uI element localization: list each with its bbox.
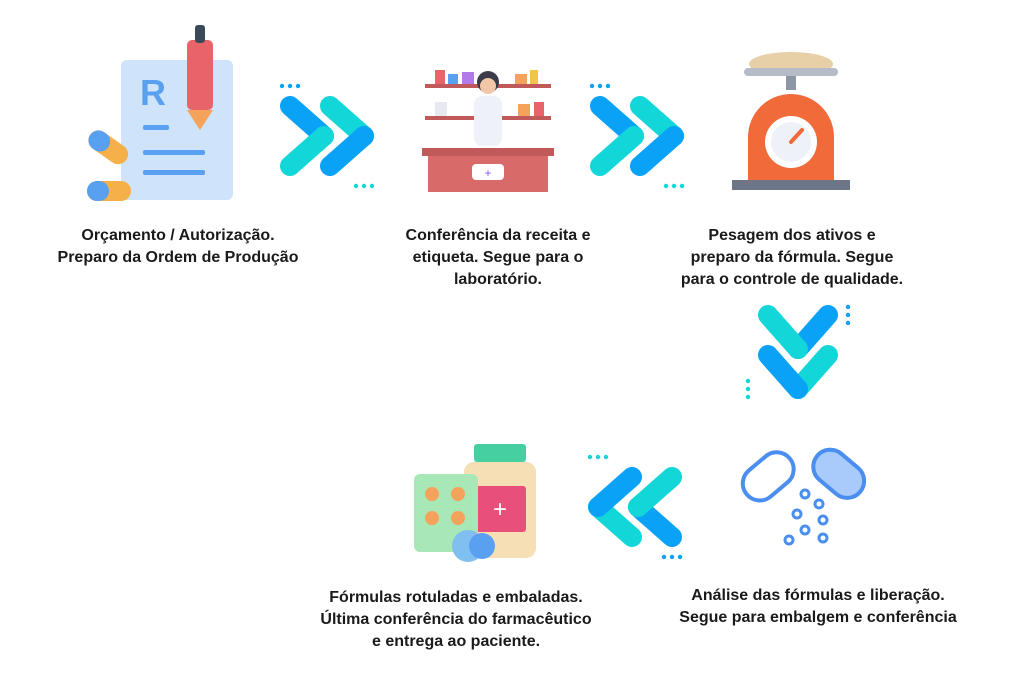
prescription-icon: R	[85, 25, 245, 205]
svg-text:+: +	[484, 166, 491, 180]
step-4-caption: Análise das fórmulas e liberação.Segue p…	[679, 587, 957, 626]
pharmacist-icon: +	[420, 62, 556, 192]
arrow-right-2	[586, 80, 690, 190]
medicine-package-icon: +	[412, 442, 542, 564]
arrow-right-1	[276, 80, 380, 190]
step-5-caption: Fórmulas rotuladas e embaladas.Última co…	[320, 589, 592, 650]
arrow-left	[582, 446, 686, 570]
capsule-icon	[735, 442, 875, 552]
step-1-caption: Orçamento / Autorização.Preparo da Ordem…	[57, 227, 299, 266]
svg-text:R: R	[140, 72, 166, 113]
svg-text:+: +	[493, 496, 507, 523]
scale-icon	[730, 42, 852, 192]
arrow-down	[744, 298, 854, 408]
